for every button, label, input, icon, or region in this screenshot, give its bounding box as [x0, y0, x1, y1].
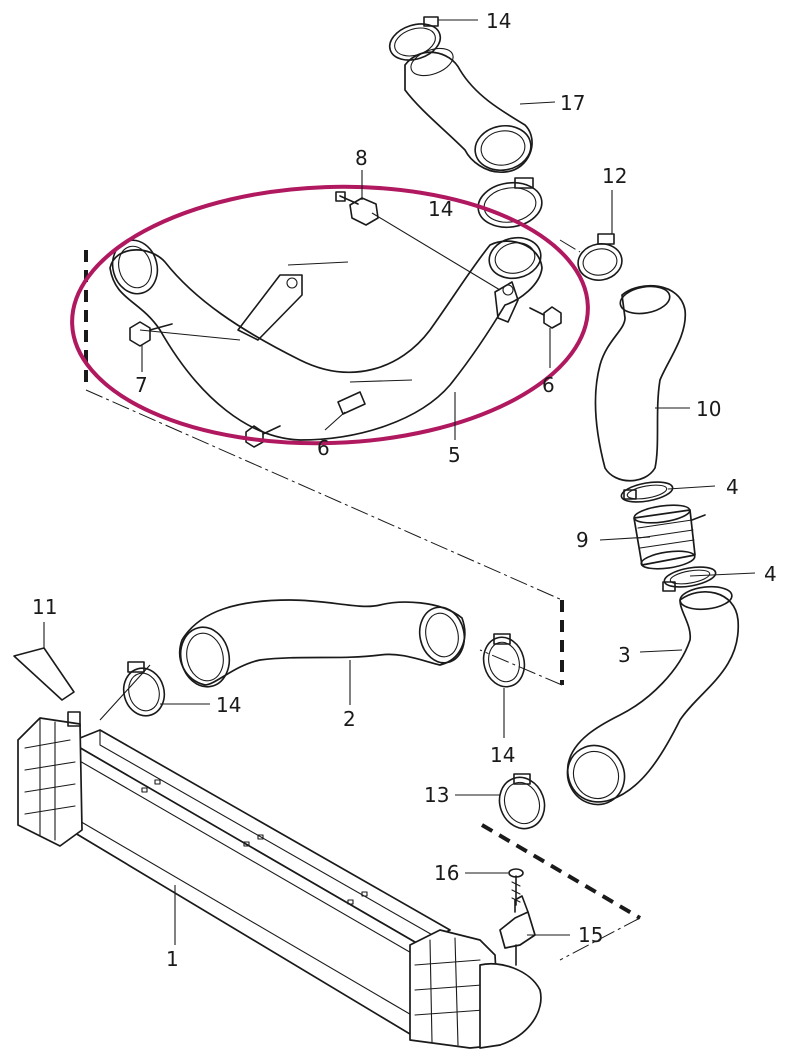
- part-5-charge-pipe: [109, 236, 543, 441]
- callout-5: 5: [448, 443, 461, 467]
- part-15-bracket: [499, 895, 536, 966]
- callout-13: 13: [424, 783, 449, 807]
- callout-6-left: 6: [317, 436, 330, 460]
- part-14-clamp-middle: [477, 177, 543, 229]
- callout-labels: 1 2 3 4 4 5 6 6 7 8 9 10 11 12 13 14 14 …: [32, 9, 777, 971]
- part-8-bolt: [335, 191, 379, 226]
- callout-4-lower: 4: [764, 562, 777, 586]
- callout-14-middle: 14: [428, 197, 453, 221]
- part-4-clamp-upper: [620, 481, 674, 503]
- intercooler-mount-holes: [141, 779, 368, 905]
- part-17-upper-hose: [404, 47, 533, 173]
- part-10-hose: [594, 284, 687, 482]
- part-1-intercooler: [17, 711, 542, 1049]
- part-13-clamp: [498, 773, 546, 830]
- callout-12: 12: [602, 164, 627, 188]
- part-9-coupling: [633, 504, 706, 570]
- callout-4-upper: 4: [726, 475, 739, 499]
- callout-7: 7: [135, 373, 148, 397]
- callout-6-right: 6: [542, 373, 555, 397]
- callout-11: 11: [32, 595, 57, 619]
- callout-1: 1: [166, 947, 179, 971]
- callout-8: 8: [355, 146, 368, 170]
- callout-15: 15: [578, 923, 603, 947]
- part-3-hose: [566, 585, 739, 806]
- callout-14-top: 14: [486, 9, 511, 33]
- callout-16: 16: [434, 861, 459, 885]
- callout-14-left: 14: [216, 693, 241, 717]
- assembly-dashed-lines: [84, 239, 642, 961]
- highlight-ellipse-part-5: [70, 184, 590, 446]
- part-14-clamp-top: [388, 16, 442, 61]
- part-14-clamp-left: [122, 661, 166, 717]
- part-6-bolt-right: [529, 306, 562, 329]
- callout-3: 3: [618, 643, 631, 667]
- part-11-strip: [13, 647, 75, 701]
- callout-17: 17: [560, 91, 585, 115]
- callout-10: 10: [696, 397, 721, 421]
- part-4-clamp-lower: [662, 566, 717, 592]
- part-2-hose: [178, 599, 466, 688]
- part-12-clamp: [577, 233, 623, 281]
- callout-14-right: 14: [490, 743, 515, 767]
- part-14-clamp-right: [482, 633, 526, 688]
- callout-2: 2: [343, 707, 356, 731]
- part-7-bolt: [129, 321, 173, 347]
- callout-9: 9: [576, 528, 589, 552]
- leader-lines: [43, 19, 756, 945]
